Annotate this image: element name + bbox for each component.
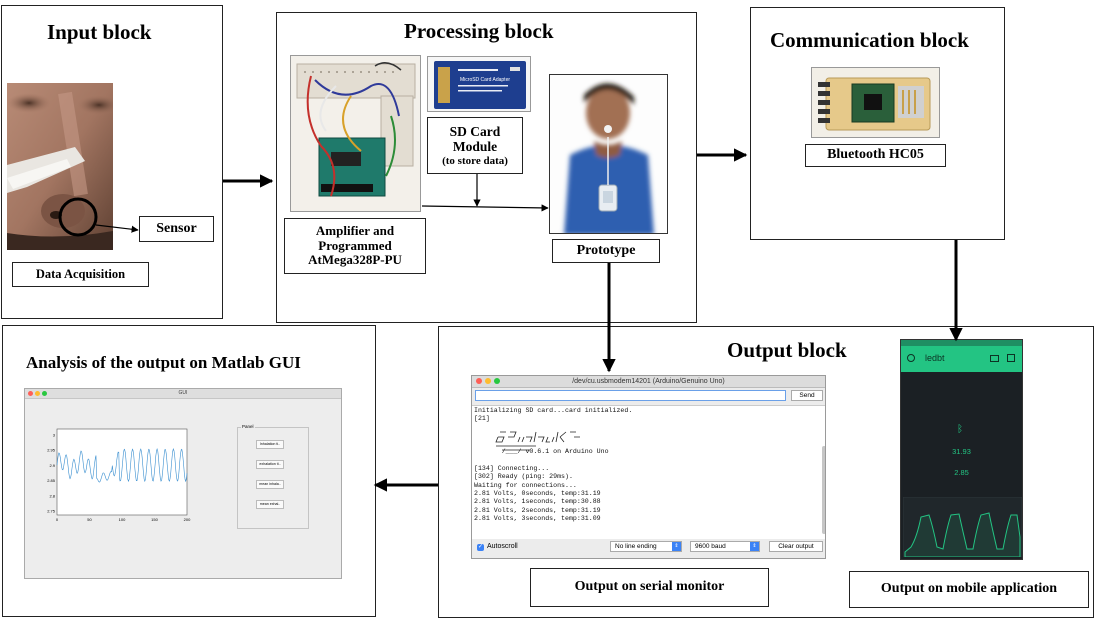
amplifier-label: Amplifier and Programmed AtMega328P-PU	[284, 218, 426, 274]
matlab-xtick: 0	[56, 517, 59, 522]
matlab-xtick: 50	[87, 517, 92, 522]
serial-output-area: Initializing SD card...card initialized.…	[472, 405, 825, 539]
app-name: ledbt	[925, 353, 945, 363]
sensor-label: Sensor	[139, 216, 214, 242]
matlab-zoom-dot-icon[interactable]	[42, 391, 47, 396]
arrow-amp-to-prototype	[421, 204, 549, 212]
baud-chevron-icon: ⇕	[750, 542, 759, 551]
serial-line: 2.81 Volts, 1seconds, temp:30.88	[474, 498, 601, 506]
bluetooth-icon: ᛒ	[957, 424, 963, 435]
phone-status-bar	[901, 340, 1022, 346]
bluetooth-label: Bluetooth HC05	[805, 144, 946, 167]
zoom-dot-icon[interactable]	[494, 378, 500, 384]
serial-line: 2.81 Volts, 0seconds, temp:31.19	[474, 489, 601, 497]
matlab-xtick: 150	[151, 517, 158, 522]
analysis-block-title: Analysis of the output on Matlab GUI	[26, 353, 301, 372]
matlab-xtick: 100	[119, 517, 126, 522]
mobile-value-2: 2.85	[954, 468, 969, 477]
serial-line: [134] Connecting...	[474, 465, 550, 473]
prototype-photo	[549, 74, 668, 234]
data-acquisition-label: Data Acquisition	[12, 262, 149, 287]
clear-output-button[interactable]: Clear output	[769, 541, 823, 552]
matlab-ytick: 2.95	[47, 448, 56, 453]
close-dot-icon[interactable]	[476, 378, 482, 384]
matlab-titlebar: GUI	[25, 389, 341, 399]
baud-select[interactable]: 9600 baud ⇕	[690, 541, 760, 552]
baud-value: 9600 baud	[695, 543, 726, 550]
arrow-circle-to-sensor	[95, 224, 139, 233]
mean-inhalation-button[interactable]: mean inhala..	[256, 480, 284, 489]
serial-input-field[interactable]	[475, 390, 786, 401]
serial-line: 2.81 Volts, 2seconds, temp:31.19	[474, 506, 601, 514]
matlab-ytick: 2.85	[47, 478, 56, 483]
matlab-signal-line	[56, 448, 188, 483]
sd-card-label: SD Card Module (to store data)	[427, 117, 523, 174]
serial-scrollbar[interactable]	[822, 446, 825, 534]
serial-line: [21]	[474, 415, 490, 423]
matlab-xtick: 200	[184, 517, 191, 522]
matlab-ytick: 2.75	[47, 509, 56, 514]
line-ending-chevron-icon: ⇕	[672, 542, 681, 551]
matlab-signal-plot: 3 2.95 2.9 2.85 2.8 2.750 50 100 150 200	[47, 428, 191, 522]
mobile-signal-plot	[903, 497, 1022, 557]
serial-window-title: /dev/cu.usbmodem14201 (Arduino/Genuino U…	[572, 378, 725, 385]
app-header: ledbt	[901, 346, 1022, 372]
inhalation-time-button[interactable]: Inhalation ti..	[256, 440, 284, 449]
matlab-window-title: GUI	[178, 390, 188, 396]
sd-card-label-note: (to store data)	[442, 154, 508, 167]
autoscroll-label: Autoscroll	[487, 543, 518, 550]
device-icon[interactable]	[990, 355, 999, 362]
sd-card-module-photo: MicroSD Card Adapter	[427, 56, 531, 112]
send-button[interactable]: Send	[791, 390, 823, 401]
exhalation-time-button[interactable]: exhalation ti..	[256, 460, 284, 469]
sd-card-label-main: SD Card Module	[449, 123, 501, 155]
serial-line: [302] Ready (ping: 29ms).	[474, 473, 573, 481]
serial-line: Initializing SD card...card initialized.	[474, 407, 633, 414]
prototype-label: Prototype	[552, 239, 660, 263]
input-block-title: Input block	[47, 20, 152, 44]
serial-output-text: Initializing SD card...card initialized.…	[474, 407, 632, 523]
matlab-panel-title: Panel	[241, 424, 255, 429]
matlab-minimize-dot-icon[interactable]	[35, 391, 40, 396]
mean-exhalation-button[interactable]: mean exhal..	[256, 500, 284, 509]
matlab-ytick: 2.8	[49, 493, 55, 498]
serial-monitor-window: /dev/cu.usbmodem14201 (Arduino/Genuino U…	[471, 375, 826, 559]
line-ending-select[interactable]: No line ending ⇕	[610, 541, 682, 552]
mobile-app-screen: ledbt ᛒ 31.93 2.85	[900, 339, 1023, 560]
output-block-title: Output block	[727, 338, 847, 362]
matlab-ytick: 2.9	[49, 463, 55, 468]
line-ending-value: No line ending	[615, 543, 657, 550]
matlab-close-dot-icon[interactable]	[28, 391, 33, 396]
square-icon[interactable]	[1007, 354, 1015, 362]
serial-line: Waiting for connections...	[474, 481, 577, 489]
mobile-value-1: 31.93	[952, 447, 971, 456]
serial-footer: ✓ Autoscroll No line ending ⇕ 9600 baud …	[472, 539, 825, 558]
serial-line: 2.81 Volts, 3seconds, temp:31.09	[474, 514, 601, 522]
serial-line: /___/ v0.6.1 on Arduino Uno	[474, 448, 609, 456]
matlab-panel: Panel Inhalation ti.. exhalation ti.. me…	[237, 424, 309, 529]
arduino-breadboard-photo	[290, 55, 421, 212]
sd-board-text: MicroSD Card Adapter	[460, 77, 510, 83]
serial-monitor-caption: Output on serial monitor	[530, 568, 769, 607]
minimize-dot-icon[interactable]	[485, 378, 491, 384]
matlab-ytick: 3	[53, 433, 56, 438]
processing-block-title: Processing block	[404, 19, 554, 43]
serial-titlebar: /dev/cu.usbmodem14201 (Arduino/Genuino U…	[472, 376, 825, 388]
communication-block-title: Communication block	[770, 28, 969, 52]
blynk-ascii-logo	[495, 431, 580, 451]
mobile-app-caption: Output on mobile application	[849, 571, 1089, 608]
sensor-highlight-circle	[58, 197, 98, 237]
bluetooth-module-photo	[811, 67, 940, 138]
autoscroll-checkbox[interactable]: ✓	[477, 544, 484, 551]
back-icon[interactable]	[907, 354, 915, 362]
